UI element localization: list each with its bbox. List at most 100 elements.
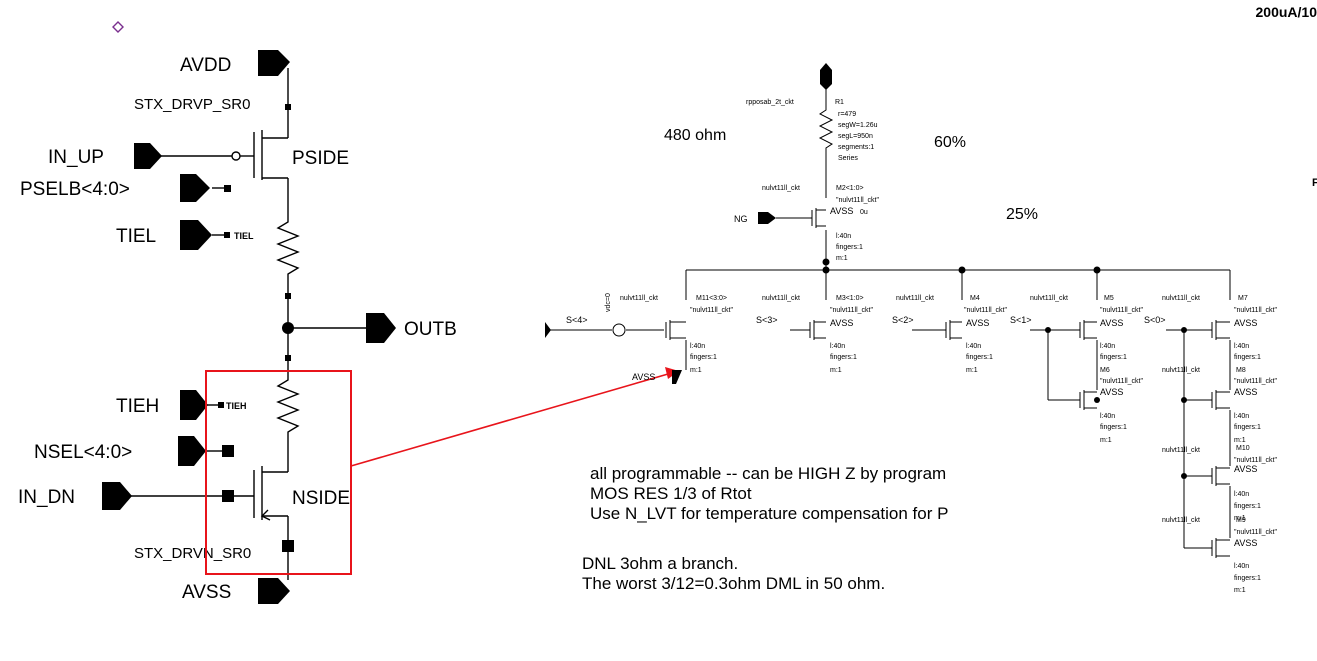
m4-label: M4 <box>970 295 980 302</box>
device-cell-quoted: "nulvt11ll_ckt" <box>1234 457 1277 464</box>
device-m: m:1 <box>1234 437 1246 444</box>
avss-tag: AVSS <box>830 318 853 328</box>
port-dot <box>282 540 294 552</box>
device-l: l:40n <box>1100 343 1115 350</box>
device-cell-quoted: "nulvt11ll_ckt" <box>1234 529 1277 536</box>
device-cell: nulvt11ll_ckt <box>762 185 800 192</box>
tieh-pin <box>180 390 208 420</box>
device-cell: nulvt11ll_ckt <box>1162 295 1200 302</box>
device-fingers: fingers:1 <box>966 354 993 361</box>
notes: all programmable -- can be HIGH Z by pro… <box>582 464 948 593</box>
ng-pin <box>758 212 776 224</box>
device-cell: nulvt11ll_ckt <box>1162 367 1200 374</box>
device-cell: nulvt11ll_ckt <box>620 295 658 302</box>
r1-name-label: R1 <box>835 99 844 106</box>
port-dot <box>224 185 231 192</box>
ohm-label: 480 ohm <box>664 127 726 144</box>
avss-tag: AVSS <box>1234 538 1257 548</box>
avss-pin-right <box>672 370 682 384</box>
device-m: m:1 <box>830 367 842 374</box>
vdc-label: vdc=0 <box>605 293 612 312</box>
device-m: m:1 <box>1234 587 1246 594</box>
m3-label: M3<1:0> <box>836 295 864 302</box>
edge-label: F <box>1312 177 1317 189</box>
tieh-small-label: TIEH <box>226 401 247 411</box>
in-dn-pin <box>102 482 132 510</box>
note-line-1: all programmable -- can be HIGH Z by pro… <box>590 464 946 483</box>
m9-label: M9 <box>1236 517 1246 524</box>
device-cell-quoted: "nulvt11ll_ckt" <box>1100 378 1143 385</box>
port-dot <box>285 104 291 110</box>
port-dot <box>218 402 224 408</box>
device-fingers: fingers:1 <box>690 354 717 361</box>
drvp-label: STX_DRVP_SR0 <box>134 96 250 113</box>
avss-tag: AVSS <box>830 206 853 216</box>
device-fingers: fingers:1 <box>1234 354 1261 361</box>
device-cell-quoted: "nulvt11ll_ckt" <box>690 307 733 314</box>
r1-param: segL=950n <box>838 133 873 140</box>
s4-pin <box>545 322 551 338</box>
device-cell-quoted: "nulvt11ll_ckt" <box>836 197 879 204</box>
avss-tag: AVSS <box>1234 318 1257 328</box>
device-l: l:40n <box>690 343 705 350</box>
s0-label: S<0> <box>1144 315 1166 325</box>
device-fingers: fingers:1 <box>1100 354 1127 361</box>
note-line-5: The worst 3/12=0.3ohm DML in 50 ohm. <box>582 574 885 593</box>
device-fingers: fingers:1 <box>830 354 857 361</box>
pselb-label: PSELB<4:0> <box>20 179 130 200</box>
m11-label: M11<3:0> <box>696 295 727 302</box>
avss-tag: AVSS <box>966 318 989 328</box>
device-cell: nulvt11ll_ckt <box>896 295 934 302</box>
device-w: 0u <box>860 209 868 216</box>
device-l: l:40n <box>1234 413 1249 420</box>
device-l: l:40n <box>1234 491 1249 498</box>
nsel-label: NSEL<4:0> <box>34 442 132 463</box>
device-m: m:1 <box>966 367 978 374</box>
pct60-label: 60% <box>934 134 966 151</box>
port-dot <box>285 293 291 299</box>
note-line-2: MOS RES 1/3 of Rtot <box>590 484 752 503</box>
in-dn-label: IN_DN <box>18 487 75 508</box>
ng-label: NG <box>734 214 748 224</box>
avss-tag: AVSS <box>1100 387 1123 397</box>
device-m: m:1 <box>836 255 848 262</box>
port-dot <box>222 445 234 457</box>
tiel-small-label: TIEL <box>234 231 254 241</box>
device-fingers: fingers:1 <box>1100 424 1127 431</box>
pselb-pin <box>180 174 210 202</box>
highlight-box <box>205 370 352 575</box>
note-line-4: DNL 3ohm a branch. <box>582 554 738 573</box>
top-right-label: 200uA/10 <box>1255 4 1317 20</box>
r1-param: r=479 <box>838 111 856 118</box>
annotations: 480 ohm 60% 25% <box>664 127 1038 223</box>
m7-label: M7 <box>1238 295 1248 302</box>
outb-label: OUTB <box>404 319 457 340</box>
device-m: m:1 <box>1234 515 1246 522</box>
avss-label: AVSS <box>182 582 231 603</box>
m2-label: M2<1:0> <box>836 185 864 192</box>
outb-node <box>282 322 294 334</box>
device-l: l:40n <box>830 343 845 350</box>
device-cell: nulvt11ll_ckt <box>1162 517 1200 524</box>
s2-label: S<2> <box>892 315 914 325</box>
device-fingers: fingers:1 <box>836 244 863 251</box>
device-cell-quoted: "nulvt11ll_ckt" <box>830 307 873 314</box>
in-up-pin <box>134 143 162 169</box>
drvn-label: STX_DRVN_SR0 <box>134 545 251 562</box>
m10-label: M10 <box>1236 445 1250 452</box>
in-up-label: IN_UP <box>48 147 104 168</box>
nsel-pin <box>178 436 206 466</box>
device-fingers: fingers:1 <box>1234 503 1261 510</box>
avdd-label: AVDD <box>180 55 231 76</box>
device-cell: nulvt11ll_ckt <box>1030 295 1068 302</box>
note-line-3: Use N_LVT for temperature compensation f… <box>590 504 948 523</box>
r1-param: Series <box>838 155 858 162</box>
device-m: m:1 <box>1100 437 1112 444</box>
right-small-labels: rpposab_2t_ckt R1 r=479 segW=1.26u segL=… <box>566 99 1317 594</box>
pside-label: PSIDE <box>292 148 349 169</box>
device-l: l:40n <box>1234 563 1249 570</box>
m5-label: M5 <box>1104 295 1114 302</box>
r1-top-pin <box>820 63 832 90</box>
port-dot <box>285 355 291 361</box>
